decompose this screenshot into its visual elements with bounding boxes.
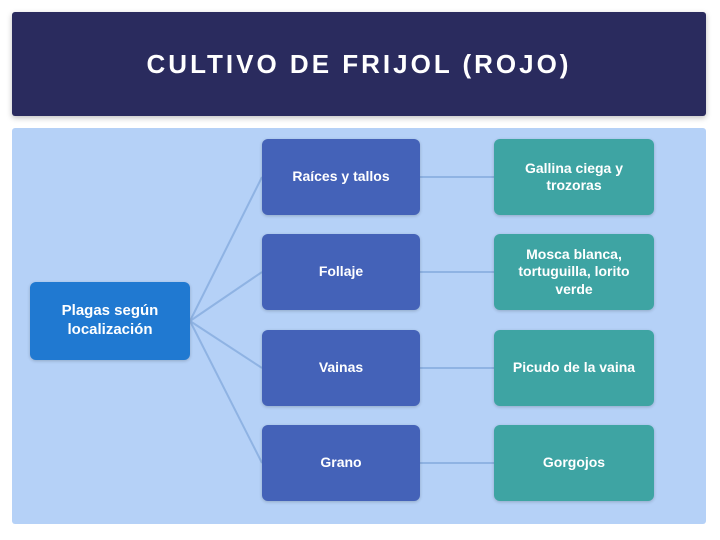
category-label: Follaje (318, 263, 364, 280)
pest-label: Gorgojos (542, 454, 606, 471)
root-node: Plagas según localización (30, 282, 190, 360)
pest-label: Mosca blanca, tortuguilla, lorito verde (518, 245, 630, 297)
pest-node-vainas: Picudo de la vaina (494, 330, 654, 406)
category-label: Raíces y tallos (292, 168, 390, 185)
category-node-raices: Raíces y tallos (262, 139, 420, 215)
category-label: Vainas (318, 359, 364, 376)
pest-node-grano: Gorgojos (494, 425, 654, 501)
slide-title: CULTIVO DE FRIJOL (ROJO) (146, 48, 572, 79)
title-bar: CULTIVO DE FRIJOL (ROJO) (12, 12, 706, 116)
category-label: Grano (320, 454, 362, 471)
category-node-follaje: Follaje (262, 234, 420, 310)
root-label: Plagas según localización (61, 302, 159, 338)
pest-label: Gallina ciega y trozoras (524, 159, 624, 194)
pest-node-follaje: Mosca blanca, tortuguilla, lorito verde (494, 234, 654, 310)
category-node-vainas: Vainas (262, 330, 420, 406)
pest-node-raices: Gallina ciega y trozoras (494, 139, 654, 215)
category-node-grano: Grano (262, 425, 420, 501)
pest-label: Picudo de la vaina (512, 359, 636, 376)
